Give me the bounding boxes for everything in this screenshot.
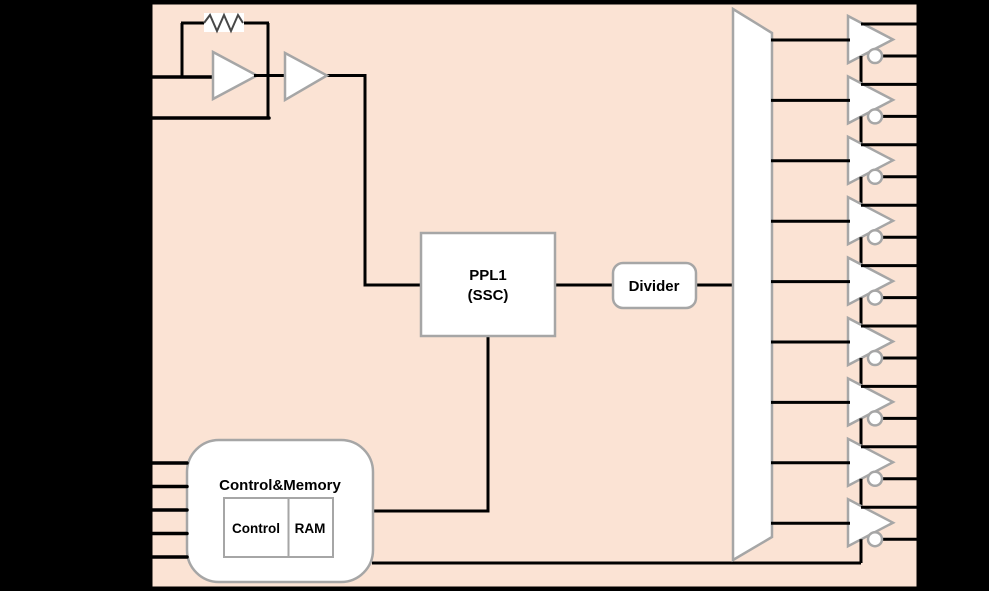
output-buffer-channel <box>771 376 919 447</box>
resistor-icon <box>203 12 244 34</box>
output-buffer-channel <box>771 134 919 206</box>
output-buffer-channel <box>771 315 919 387</box>
ram-label: RAM <box>295 521 326 536</box>
inverter-bubble-icon <box>866 470 884 488</box>
inverter-bubble-icon <box>866 289 884 306</box>
control-label: Control <box>232 521 280 536</box>
control-to-pll-wire <box>372 336 490 513</box>
control-memory-title: Control&Memory <box>219 477 341 494</box>
inverter-bubble-icon <box>866 349 884 367</box>
output-buffer-channel <box>771 255 919 326</box>
pll-block: PPL1 (SSC) <box>419 231 557 338</box>
output-buffer-channel <box>771 436 919 508</box>
buffer-amp-icon <box>283 50 330 103</box>
divider-block: Divider <box>611 261 698 310</box>
inverter-bubble-icon <box>866 108 884 125</box>
output-buffer-channel <box>771 13 919 85</box>
control-input-pins <box>150 461 189 559</box>
oscillator-amp-icon <box>211 49 260 102</box>
crystal-oscillator-section <box>150 12 422 287</box>
inverter-bubble-icon <box>866 410 884 427</box>
control-ram-box <box>223 497 334 558</box>
pll-box <box>419 231 557 338</box>
inverter-bubble-icon <box>866 47 884 65</box>
control-memory-block: Control&Memory Control RAM <box>185 438 375 584</box>
inverter-bubble-icon <box>866 228 884 246</box>
output-buffer-channel <box>771 497 919 563</box>
mux-shape <box>731 6 774 563</box>
output-buffer-channel <box>771 74 919 145</box>
pll-label-line1: PPL1 <box>469 267 507 284</box>
resistor-box <box>204 13 244 32</box>
divider-label: Divider <box>629 278 680 295</box>
inverter-bubble-icon <box>866 168 884 186</box>
inverter-bubble-icon <box>866 530 884 548</box>
output-buffers-layer <box>771 13 919 563</box>
divider-box <box>611 261 698 310</box>
output-buffer-channel <box>771 195 919 266</box>
pll-label-line2: (SSC) <box>468 287 509 304</box>
